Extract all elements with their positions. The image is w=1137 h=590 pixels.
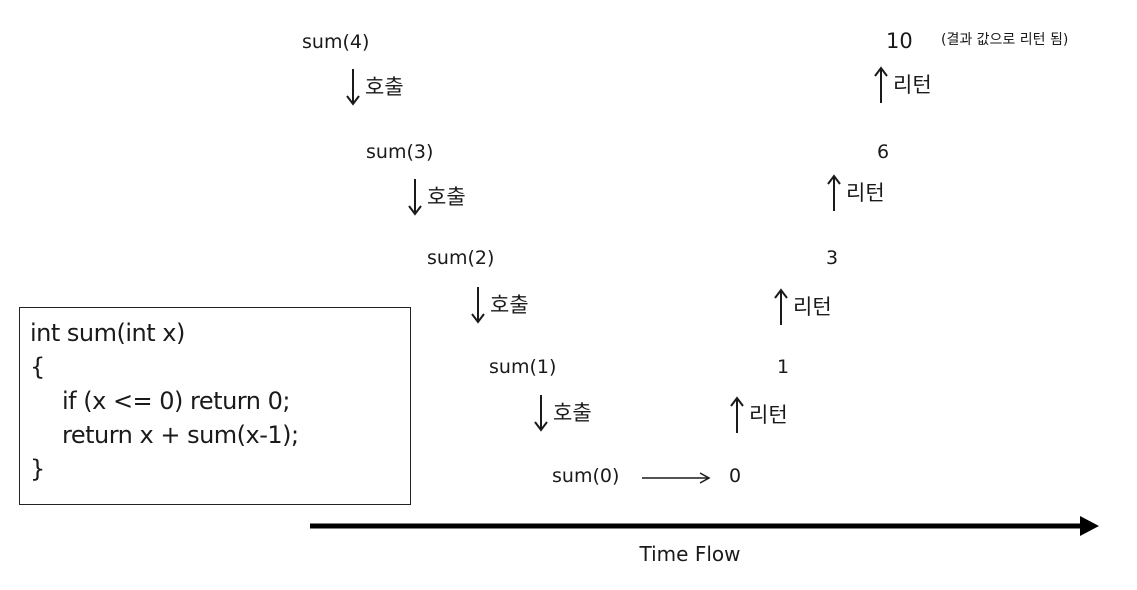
up-arrow-icon [827,174,841,211]
call-label-sum-4: sum(4) [302,31,370,53]
call-arrow-4: 호출 [533,395,592,432]
call-arrow-1: 호출 [345,69,404,106]
up-arrow-icon [874,66,888,103]
code-line: if (x <= 0) return 0; [62,387,290,415]
code-box: int sum(int x) { if (x <= 0) return 0; r… [19,307,411,505]
return-value-0: 0 [729,465,742,487]
return-text: 리턴 [749,403,788,427]
final-result-note: (결과 값으로 리턴 됨) [941,32,1069,48]
return-value-1: 1 [777,356,790,378]
time-flow-label: Time Flow [639,542,741,566]
down-arrow-icon [408,179,422,216]
call-text: 호출 [553,401,592,425]
return-value-3: 3 [826,247,839,269]
call-label-sum-2: sum(2) [427,247,495,269]
base-case-arrow [642,472,711,484]
return-text: 리턴 [893,73,932,97]
up-arrow-icon [774,288,788,325]
code-line: } [30,455,45,483]
call-text: 호출 [365,75,404,99]
return-arrow-1: 리턴 [729,396,788,433]
return-arrow-3: 리턴 [826,174,885,211]
return-arrow-4: 리턴 [873,66,932,103]
call-label-sum-3: sum(3) [366,141,434,163]
down-arrow-icon [471,287,485,324]
call-text: 호출 [427,185,466,209]
down-arrow-icon [534,395,548,432]
return-text: 리턴 [793,295,832,319]
return-arrow-2: 리턴 [773,288,832,325]
call-text: 호출 [490,293,529,317]
return-value-10: 10 [886,29,913,53]
code-line: return x + sum(x-1); [62,421,299,449]
time-flow-arrow [310,516,1099,536]
return-text: 리턴 [846,181,885,205]
call-arrow-2: 호출 [407,179,466,216]
down-arrow-icon [346,69,360,106]
code-line: int sum(int x) [30,319,185,347]
call-label-sum-0: sum(0) [552,465,620,487]
return-value-6: 6 [877,141,890,163]
call-arrow-3: 호출 [470,287,529,324]
code-line: { [30,353,45,381]
call-label-sum-1: sum(1) [489,356,557,378]
up-arrow-icon [730,396,744,433]
